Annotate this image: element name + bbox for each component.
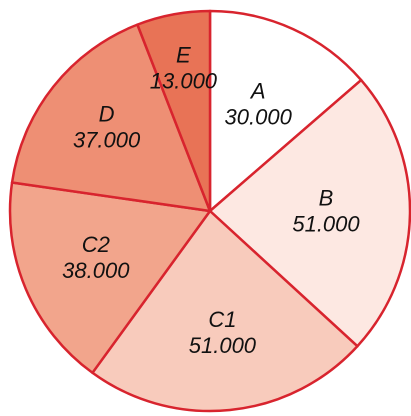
pie-slice-e bbox=[136, 9, 212, 213]
slice-value-c2: 38.000 bbox=[62, 258, 130, 283]
slice-value-c1: 51.000 bbox=[189, 333, 257, 358]
pie-slice-b bbox=[208, 78, 411, 348]
slice-value-b: 51.000 bbox=[292, 212, 360, 237]
slice-value-e: 13.000 bbox=[150, 68, 218, 93]
pie-labels: A30.000B51.000C151.000C238.000D37.000E13… bbox=[62, 42, 360, 358]
pie-slices bbox=[8, 9, 411, 413]
pie-slice-c2 bbox=[8, 181, 212, 375]
pie-slice-d bbox=[10, 23, 212, 213]
slice-value-d: 37.000 bbox=[73, 128, 141, 153]
slice-value-a: 30.000 bbox=[225, 104, 293, 129]
slice-label-e: E bbox=[176, 42, 191, 67]
slice-label-c2: C2 bbox=[82, 232, 110, 257]
pie-slice-a bbox=[208, 9, 363, 213]
pie-slice-c1 bbox=[91, 209, 359, 413]
slice-label-b: B bbox=[319, 186, 334, 211]
slice-label-a: A bbox=[249, 78, 266, 103]
slice-label-d: D bbox=[99, 102, 115, 127]
slice-label-c1: C1 bbox=[208, 307, 236, 332]
